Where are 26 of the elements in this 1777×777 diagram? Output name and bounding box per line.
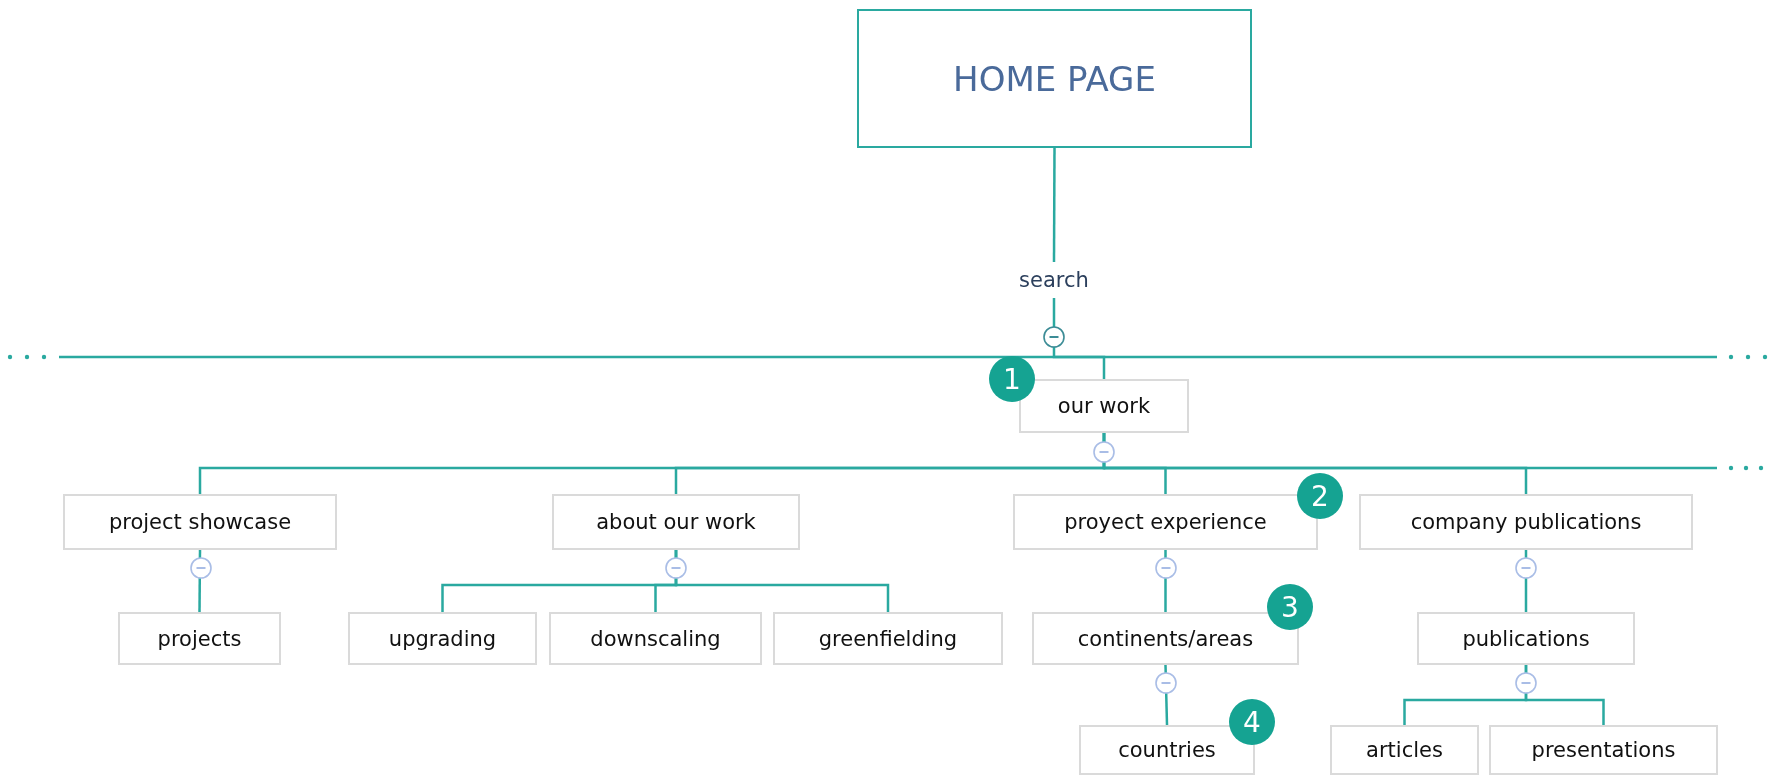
page-box: upgrading <box>348 612 537 665</box>
connector-line <box>1164 550 1167 612</box>
page-box: articles <box>1330 725 1479 775</box>
node-label: search <box>1000 262 1108 298</box>
connector-line <box>1164 664 1169 726</box>
callout-number: 2 <box>1297 473 1343 519</box>
connector-line <box>1524 665 1605 725</box>
connector-line <box>1052 298 1106 379</box>
page-box: projects <box>118 612 281 665</box>
page-box: greenfielding <box>773 612 1003 665</box>
page-box: project showcase <box>63 494 337 550</box>
page-box: presentations <box>1489 725 1718 775</box>
connector-line <box>674 550 890 612</box>
callout-number: 1 <box>989 356 1035 402</box>
connector-line <box>1524 550 1528 612</box>
page-box: company publications <box>1359 494 1693 550</box>
connector-line <box>1052 148 1056 262</box>
page-box: publications <box>1417 612 1635 665</box>
page-box: HOME PAGE <box>857 9 1252 148</box>
page-box: our work <box>1019 379 1189 433</box>
connector-line <box>1102 433 1528 494</box>
connector-line <box>198 550 202 612</box>
callout-number: 3 <box>1267 584 1313 630</box>
page-box: downscaling <box>549 612 762 665</box>
page-box: about our work <box>552 494 800 550</box>
callout-number: 4 <box>1229 699 1275 745</box>
